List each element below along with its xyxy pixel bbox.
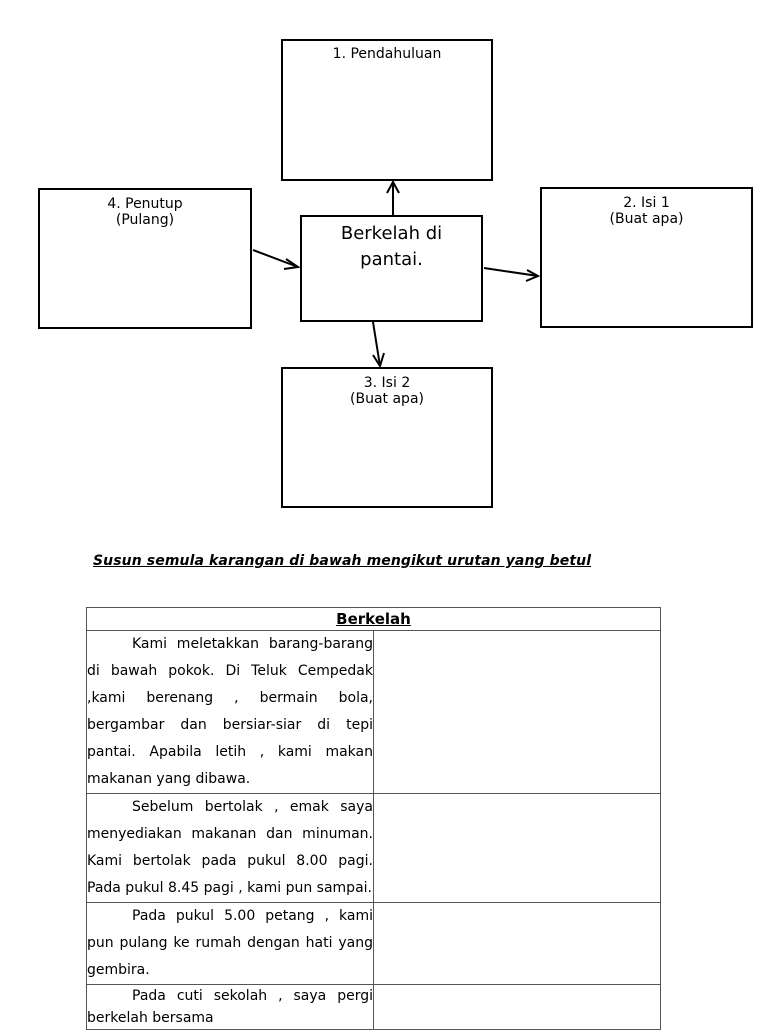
content2-box: 3. Isi 2 (Buat apa): [281, 367, 493, 508]
table-header-row: Berkelah: [86, 607, 661, 631]
intro-label: 1. Pendahuluan: [332, 46, 442, 62]
instruction-heading: Susun semula karangan di bawah mengikut …: [93, 553, 592, 569]
table-row: Kami meletakkan barang-barang di bawah p…: [86, 630, 661, 794]
center-topic-box: Berkelah di pantai.: [300, 215, 483, 322]
order-cell[interactable]: [373, 630, 661, 794]
closing-box: 4. Penutup (Pulang): [38, 188, 252, 329]
arrowhead-content1: [525, 269, 541, 282]
arrowhead-intro: [386, 179, 400, 194]
arrow-to-content1: [483, 267, 539, 277]
paragraph-cell: Kami meletakkan barang-barang di bawah p…: [86, 630, 374, 794]
center-topic-label: Berkelah di pantai.: [340, 223, 443, 270]
order-cell[interactable]: [373, 984, 661, 1030]
arrowhead-center: [283, 258, 301, 270]
table-title: Berkelah: [86, 607, 661, 631]
order-cell[interactable]: [373, 902, 661, 985]
arrow-from-closing: [252, 249, 299, 268]
table-row: Pada pukul 5.00 petang , kami pun pulang…: [86, 902, 661, 985]
table-row: Pada cuti sekolah , saya pergi berkelah …: [86, 984, 661, 1030]
arrow-to-content2: [372, 321, 381, 367]
closing-label: 4. Penutup (Pulang): [107, 196, 183, 228]
paragraph-cell: Sebelum bertolak , emak saya menyediakan…: [86, 793, 374, 903]
paragraph-cell: Pada cuti sekolah , saya pergi berkelah …: [86, 984, 374, 1030]
content2-label: 3. Isi 2 (Buat apa): [350, 375, 424, 407]
order-cell[interactable]: [373, 793, 661, 903]
content1-label: 2. Isi 1 (Buat apa): [609, 195, 684, 227]
content1-box: 2. Isi 1 (Buat apa): [540, 187, 753, 328]
essay-table: Berkelah Kami meletakkan barang-barang d…: [86, 607, 661, 1030]
table-row: Sebelum bertolak , emak saya menyediakan…: [86, 793, 661, 903]
arrowhead-content2: [372, 352, 385, 369]
paragraph-cell: Pada pukul 5.00 petang , kami pun pulang…: [86, 902, 374, 985]
intro-box: 1. Pendahuluan: [281, 39, 493, 181]
